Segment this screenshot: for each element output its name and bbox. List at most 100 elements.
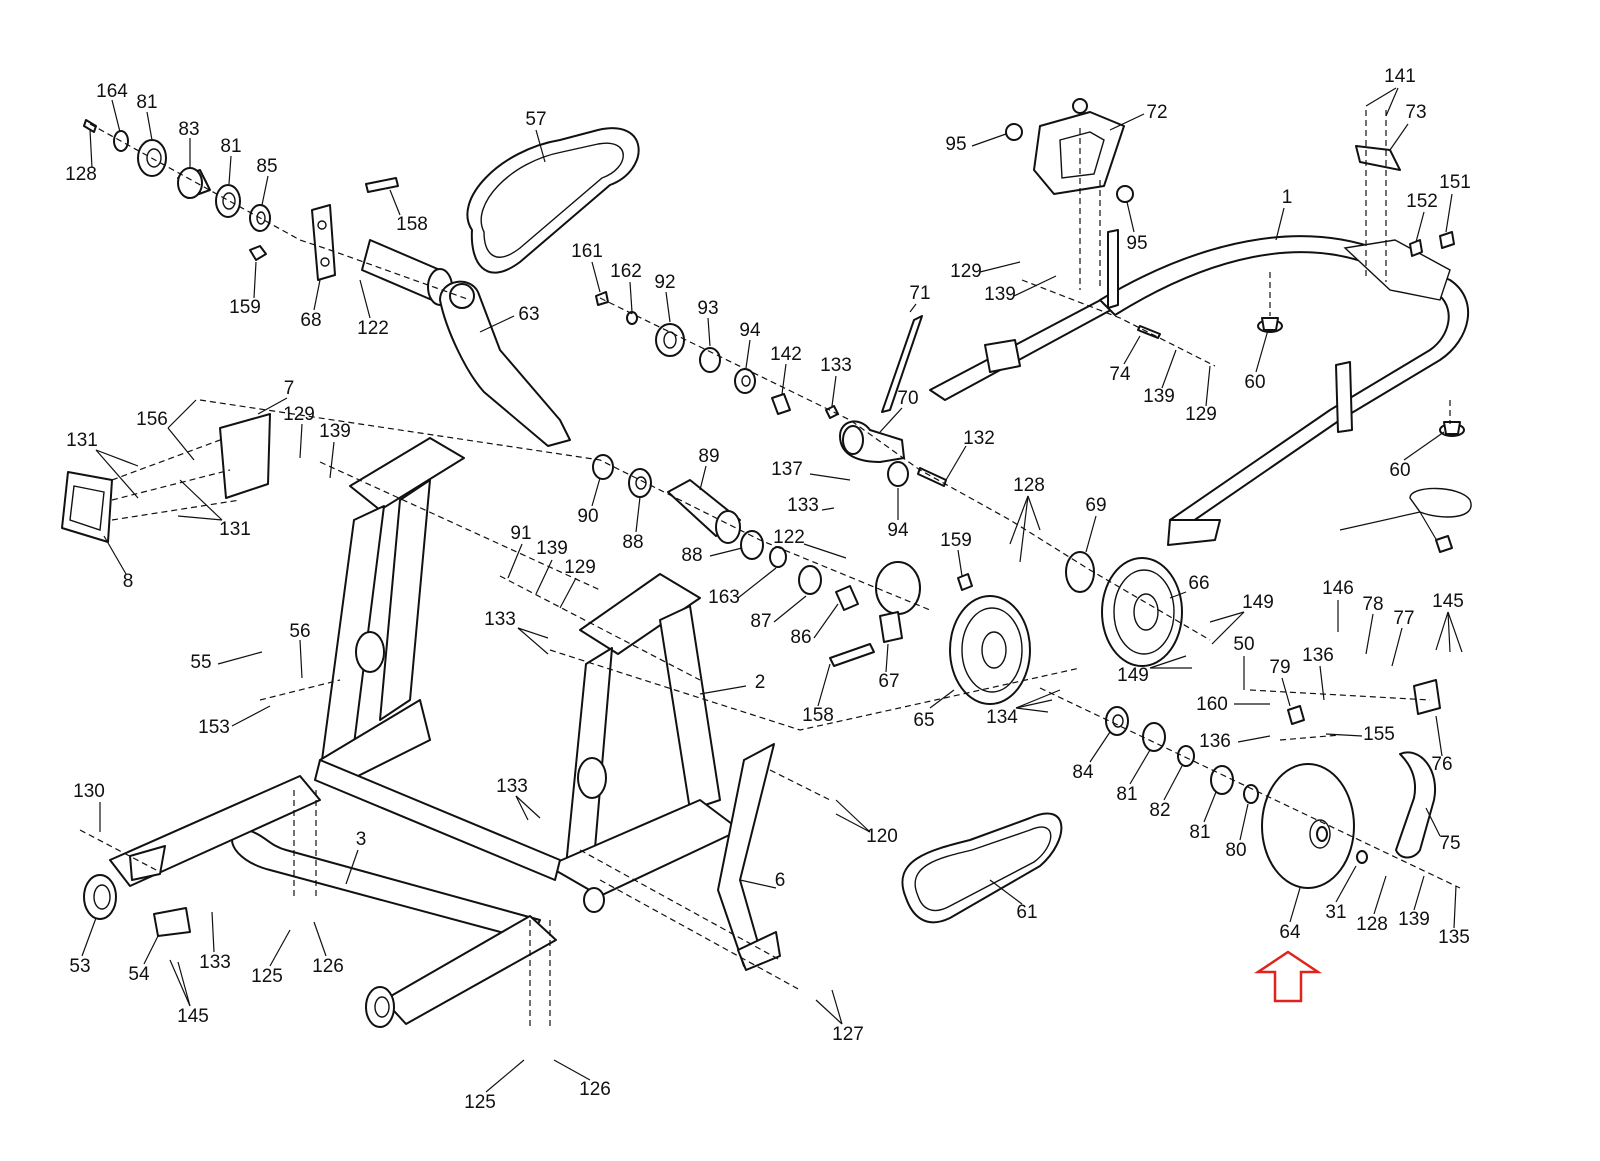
callout-65: 65 <box>913 710 934 731</box>
bearing-87 <box>798 565 822 595</box>
stabilizer-rear <box>383 915 557 1025</box>
callout-128: 128 <box>65 164 97 185</box>
callout-125: 125 <box>251 966 283 987</box>
bracket-7 <box>219 413 271 499</box>
callout-70: 70 <box>897 388 918 409</box>
callout-1: 1 <box>1282 187 1293 208</box>
callout-158: 158 <box>396 214 428 235</box>
callout-3: 3 <box>356 829 367 850</box>
callout-145: 145 <box>177 1006 209 1027</box>
washer-31 <box>1356 850 1368 864</box>
crank-63 <box>439 280 571 447</box>
bushing-95-left <box>1005 123 1023 141</box>
callout-133: 133 <box>820 355 852 376</box>
clip-152 <box>1409 239 1423 257</box>
callout-139: 139 <box>536 538 568 559</box>
callout-139: 139 <box>1398 909 1430 930</box>
callout-95: 95 <box>1126 233 1147 254</box>
callout-133: 133 <box>484 609 516 630</box>
callout-142: 142 <box>770 344 802 365</box>
bolt-158-mid <box>829 643 875 667</box>
foot-60-a <box>1257 317 1283 333</box>
callout-159: 159 <box>229 297 261 318</box>
callout-76: 76 <box>1431 754 1452 775</box>
parts-drawing <box>61 98 1472 1028</box>
callout-156: 156 <box>136 409 168 430</box>
callout-162: 162 <box>610 261 642 282</box>
callout-122: 122 <box>357 318 389 339</box>
callout-86: 86 <box>790 627 811 648</box>
callout-57: 57 <box>525 109 546 130</box>
callout-84: 84 <box>1072 762 1094 783</box>
callout-74: 74 <box>1109 364 1131 385</box>
callout-128: 128 <box>1013 475 1045 496</box>
spacer-142 <box>771 393 791 415</box>
hub-69 <box>1065 551 1095 593</box>
callout-82: 82 <box>1149 800 1170 821</box>
nut-133-upper <box>825 405 839 419</box>
callout-60: 60 <box>1244 372 1265 393</box>
callout-75: 75 <box>1439 833 1460 854</box>
callout-83: 83 <box>178 119 199 140</box>
bearing-94-lower <box>887 461 909 487</box>
callout-6: 6 <box>775 870 786 891</box>
bearing-88-b <box>740 530 764 560</box>
callout-135: 135 <box>1438 927 1470 948</box>
foot-60-b <box>1439 421 1465 437</box>
washer-163 <box>769 546 787 568</box>
wheel-53 <box>83 874 117 920</box>
callout-90: 90 <box>577 506 598 527</box>
base-tube-3 <box>231 759 561 941</box>
callout-122: 122 <box>773 527 805 548</box>
idler-arm-70 <box>839 420 905 463</box>
callout-72: 72 <box>1146 102 1167 123</box>
callout-149: 149 <box>1242 592 1274 613</box>
bearing-81-right-b <box>1210 765 1234 795</box>
callout-93: 93 <box>697 298 718 319</box>
callout-8: 8 <box>123 571 134 592</box>
callout-163: 163 <box>708 587 740 608</box>
callout-131: 131 <box>66 430 98 451</box>
callout-127: 127 <box>832 1024 864 1045</box>
callout-89: 89 <box>698 446 719 467</box>
washer-80 <box>1243 784 1259 804</box>
upright-left <box>319 437 465 781</box>
switch-151 <box>1439 231 1455 249</box>
arm-6 <box>717 743 781 971</box>
callout-73: 73 <box>1405 102 1426 123</box>
callout-126: 126 <box>579 1079 611 1100</box>
callout-94: 94 <box>739 320 761 341</box>
callout-133: 133 <box>787 495 819 516</box>
callout-71: 71 <box>909 283 930 304</box>
callout-152: 152 <box>1406 191 1438 212</box>
callout-80: 80 <box>1225 840 1246 861</box>
callout-50: 50 <box>1233 634 1254 655</box>
callout-139: 139 <box>1143 386 1175 407</box>
callout-129: 129 <box>950 261 982 282</box>
callout-139: 139 <box>984 284 1016 305</box>
callout-129: 129 <box>1185 404 1217 425</box>
rod-71 <box>881 315 923 413</box>
callout-92: 92 <box>654 272 675 293</box>
callout-64: 64 <box>1279 922 1301 943</box>
callout-145: 145 <box>1432 591 1464 612</box>
callout-88: 88 <box>681 545 702 566</box>
callout-94: 94 <box>887 520 909 541</box>
callout-79: 79 <box>1269 657 1290 678</box>
callout-141: 141 <box>1384 66 1416 87</box>
bushing-90 <box>592 454 614 480</box>
bar-74 <box>1137 325 1161 339</box>
callout-158: 158 <box>802 705 834 726</box>
callout-81: 81 <box>220 136 241 157</box>
wheel-rear <box>365 986 395 1028</box>
callout-130: 130 <box>73 781 105 802</box>
callout-160: 160 <box>1196 694 1228 715</box>
stabilizer-front <box>109 775 321 887</box>
bracket-68 <box>311 204 336 281</box>
callout-153: 153 <box>198 717 230 738</box>
callout-31: 31 <box>1325 902 1346 923</box>
callout-129: 129 <box>283 404 315 425</box>
callout-60: 60 <box>1389 460 1410 481</box>
callout-137: 137 <box>771 459 803 480</box>
